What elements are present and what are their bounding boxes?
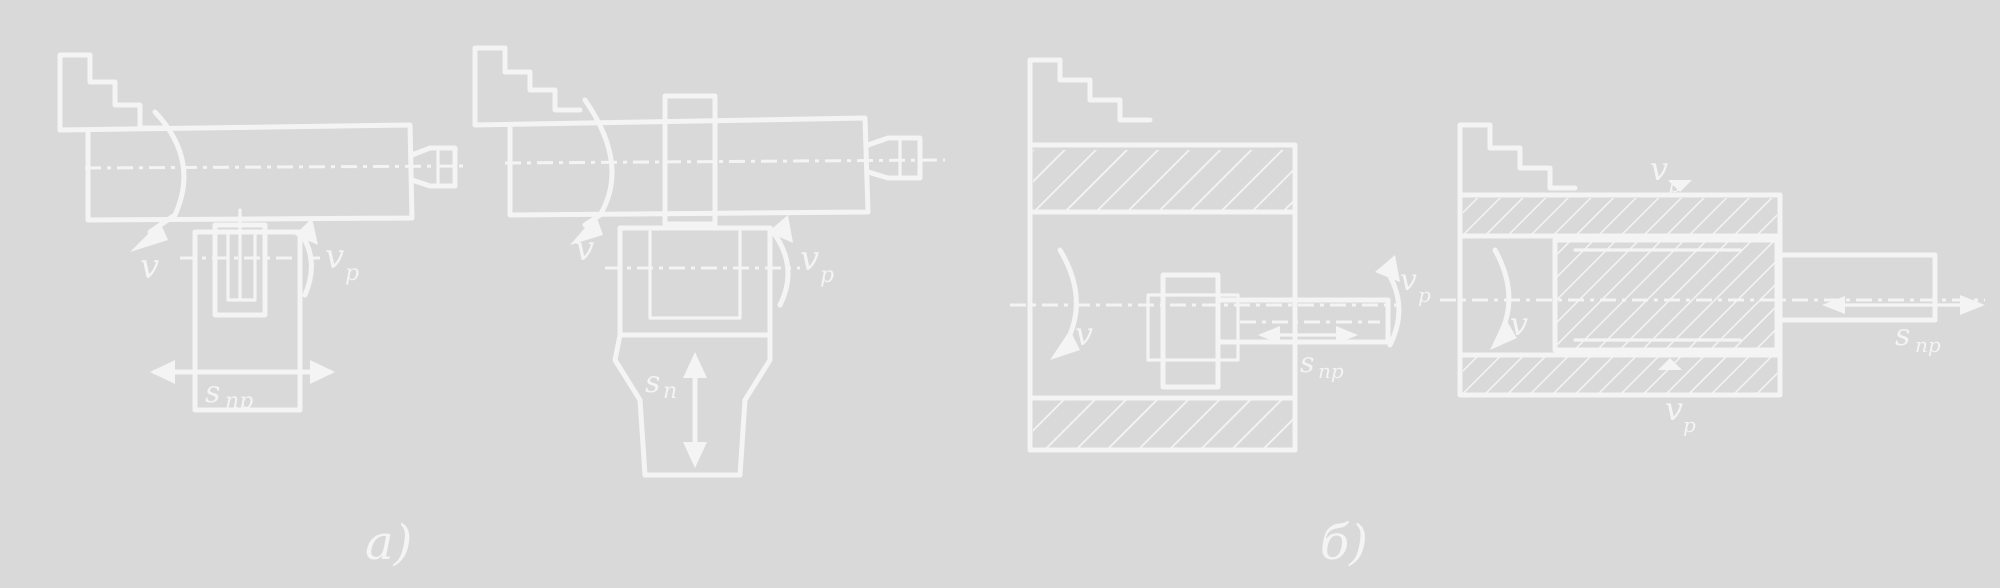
label-vp-sub-3: р bbox=[1418, 283, 1431, 307]
label-vp-sub-4-top: р bbox=[1668, 173, 1681, 197]
label-sn: s bbox=[645, 365, 660, 400]
label-v-4: v bbox=[1510, 305, 1528, 343]
label-snp-sub-3: пр bbox=[1318, 359, 1344, 383]
label-vp: v bbox=[325, 237, 344, 277]
scheme-a2-plunge-turning: v v р s п bbox=[472, 45, 946, 478]
label-v: v bbox=[140, 247, 159, 287]
label-vp-2: v bbox=[800, 239, 819, 279]
label-vp-sub: р bbox=[345, 261, 359, 286]
label-snp-3: s bbox=[1300, 346, 1314, 379]
label-vp-3: v bbox=[1400, 263, 1417, 298]
label-snp: s bbox=[205, 375, 220, 410]
scheme-b2-internal-boring: v v р v р s пр bbox=[1440, 122, 1985, 437]
label-vp-sub-4-bottom: р bbox=[1683, 413, 1696, 437]
label-v-3: v bbox=[1075, 315, 1093, 353]
label-vp-4-top: v bbox=[1650, 150, 1668, 188]
label-v-2: v bbox=[575, 229, 594, 269]
label-snp-sub-4: пр bbox=[1915, 333, 1941, 357]
label-vp-sub-2: р bbox=[820, 263, 834, 288]
label-snp-4: s bbox=[1895, 318, 1910, 353]
label-vp-4-bottom: v bbox=[1665, 390, 1683, 428]
scheme-a1-external-turning: v v р s пр bbox=[57, 52, 466, 414]
scheme-b1-internal-grooving: v v р s пр bbox=[1010, 57, 1431, 453]
label-snp-sub: пр bbox=[225, 389, 253, 414]
caption-b: б) bbox=[1320, 515, 1369, 571]
caption-a: а) bbox=[365, 515, 413, 571]
label-sn-sub: п bbox=[663, 379, 677, 404]
